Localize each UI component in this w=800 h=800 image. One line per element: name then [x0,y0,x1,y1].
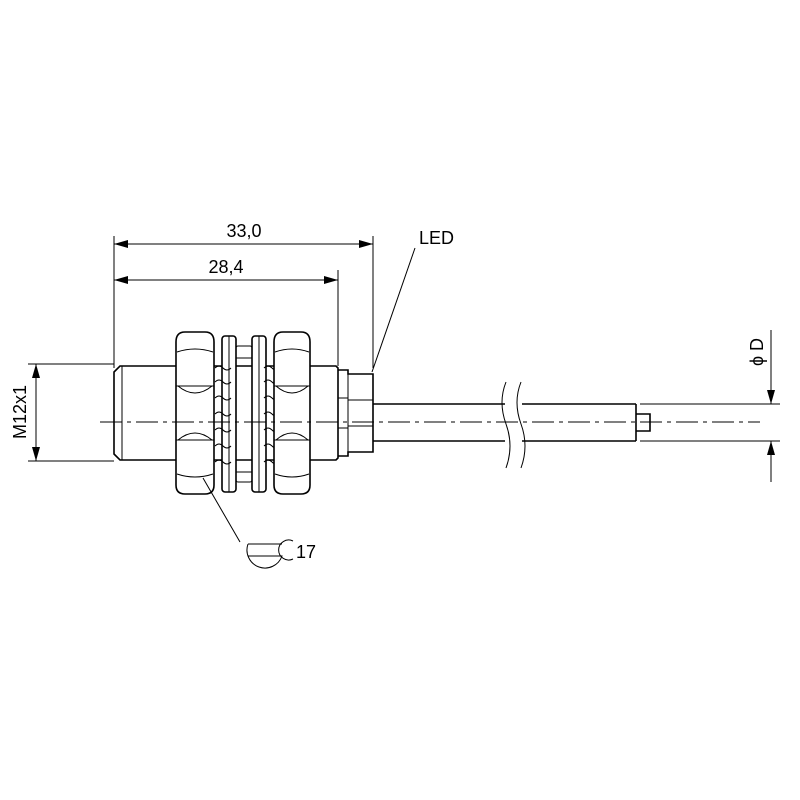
dimension-thread-diameter: M12x1 [10,363,114,462]
led-callout: LED [371,228,454,373]
hex-nut-rear [273,331,311,495]
wrench-size-callout: 17 [202,477,316,569]
wrench-icon [246,543,283,569]
wrench-size-label: 17 [296,542,316,562]
sensor-housing [113,365,374,461]
cable [373,381,651,469]
dimension-overall-length: 33,0 [113,221,374,368]
hex-nut-front [175,331,215,495]
cable-diameter-label: ϕ D [747,338,767,366]
thread-length-label: 28,4 [208,257,243,277]
thread-diameter-label: M12x1 [10,385,30,439]
overall-length-label: 33,0 [226,221,261,241]
lock-washers [214,335,281,493]
led-label: LED [419,228,454,248]
cable-break-mark [501,381,511,469]
dimension-thread-length: 28,4 [114,257,339,366]
dimension-cable-diameter: ϕ D [640,330,780,482]
